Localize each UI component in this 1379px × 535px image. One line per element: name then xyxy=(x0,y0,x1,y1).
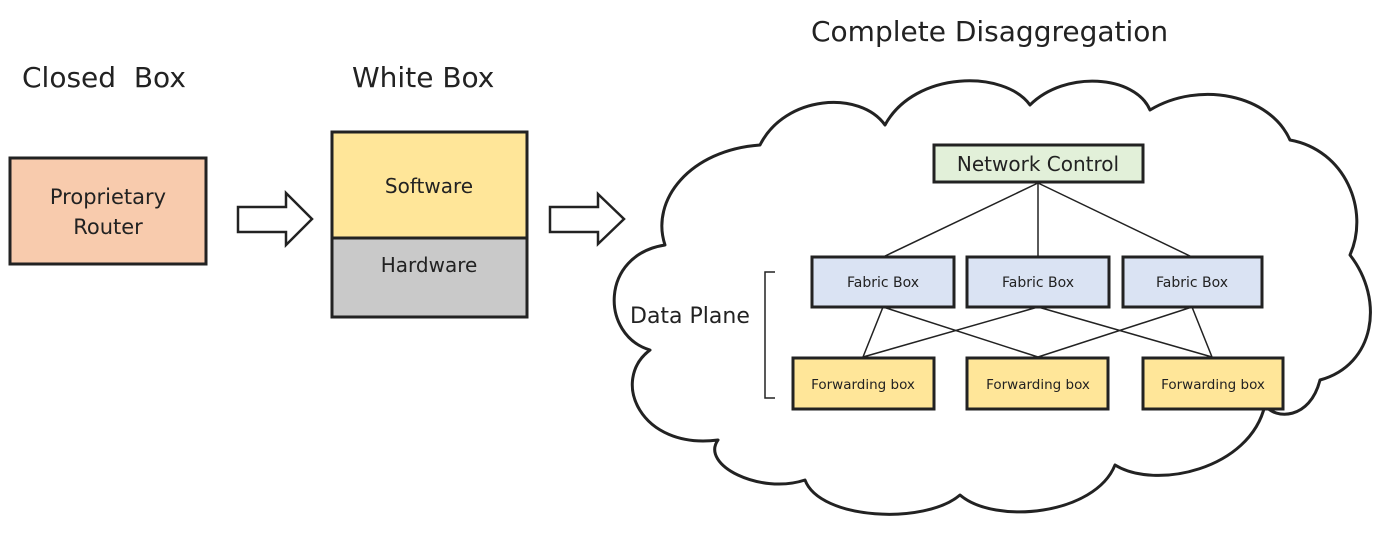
fabric-to-forwarding-line xyxy=(862,306,884,358)
fabric-box: Fabric Box xyxy=(965,255,1111,309)
white-box-heading: White Box xyxy=(352,61,494,94)
data-plane-label: Data Plane xyxy=(630,304,750,329)
data-plane-bracket xyxy=(764,271,775,399)
control-to-fabric-line xyxy=(882,182,1039,258)
fabric-to-forwarding-line xyxy=(862,306,1039,358)
fabric-to-forwarding-line xyxy=(1037,306,1213,358)
fabric-to-forwarding-line xyxy=(1191,306,1213,358)
software-layer xyxy=(330,130,529,240)
control-to-fabric-line xyxy=(1037,182,1193,258)
software-label: Software xyxy=(385,174,473,198)
forwarding-box: Forwarding box xyxy=(1141,356,1285,411)
fabric-to-forwarding-line xyxy=(882,306,1039,358)
fabric-to-forwarding-line xyxy=(1037,306,1193,358)
proprietary-router-label-line2: Router xyxy=(73,215,143,239)
fabric-box-label: Fabric Box xyxy=(1156,275,1228,291)
forwarding-box: Forwarding box xyxy=(791,356,936,411)
white-box-stack: Software Hardware xyxy=(330,130,529,319)
forwarding-box-label: Forwarding box xyxy=(986,377,1090,393)
network-control-label: Network Control xyxy=(957,152,1119,176)
fabric-box-label: Fabric Box xyxy=(847,275,919,291)
proprietary-router-label-line1: Proprietary xyxy=(50,185,166,209)
fabric-box: Fabric Box xyxy=(1121,255,1264,309)
complete-disaggregation-heading: Complete Disaggregation xyxy=(811,15,1168,48)
hardware-layer xyxy=(330,236,529,319)
hardware-label: Hardware xyxy=(381,253,478,277)
network-control-box: Network Control xyxy=(932,143,1145,184)
forwarding-box-label: Forwarding box xyxy=(1161,377,1265,393)
forwarding-box-label: Forwarding box xyxy=(811,377,915,393)
closed-box-heading: Closed Box xyxy=(22,61,186,94)
fabric-box: Fabric Box xyxy=(810,255,956,309)
forwarding-box: Forwarding box xyxy=(965,356,1110,411)
proprietary-router-box: Proprietary Router xyxy=(8,156,208,266)
arrow-right-icon xyxy=(236,189,314,249)
fabric-box-label: Fabric Box xyxy=(1002,275,1074,291)
arrow-right-icon xyxy=(548,191,626,247)
